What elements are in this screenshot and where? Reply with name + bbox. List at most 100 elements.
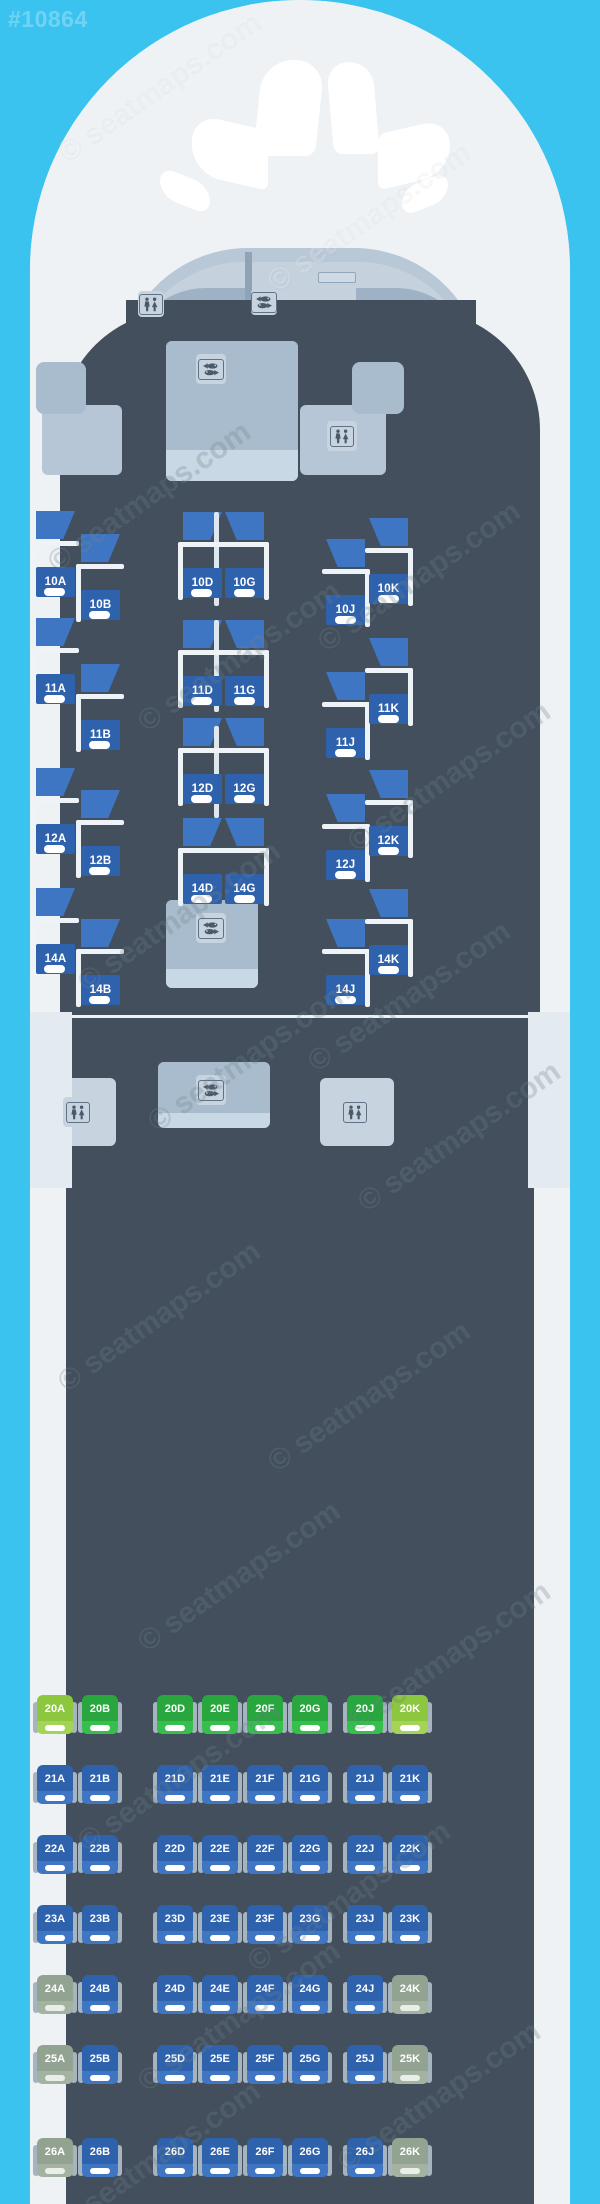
business-seat-12a[interactable]: 12A [31,798,79,856]
pod-wall [31,648,36,706]
armrest-right [116,1982,122,2013]
seat-label: 20E [210,1702,230,1715]
business-seat-14a[interactable]: 14A [31,918,79,976]
pod-headrest [89,996,110,1004]
economy-seat-24d[interactable]: 24D [153,1975,197,2015]
economy-seat-23d[interactable]: 23D [153,1905,197,1945]
pod-seat-body: 14J [326,975,365,1005]
economy-seat-22k[interactable]: 22K [388,1835,432,1875]
economy-seat-24f[interactable]: 24F [243,1975,287,2015]
armrest-left [33,1842,39,1873]
economy-seat-26j[interactable]: 26J [343,2138,387,2178]
economy-seat-26b[interactable]: 26B [78,2138,122,2178]
economy-seat-26d[interactable]: 26D [153,2138,197,2178]
business-seat-11k[interactable]: 11K [365,668,413,726]
economy-seat-26f[interactable]: 26F [243,2138,287,2178]
armrest-right [71,1982,77,2013]
economy-seat-22b[interactable]: 22B [78,1835,122,1875]
economy-seat-23b[interactable]: 23B [78,1905,122,1945]
economy-seat-23a[interactable]: 23A [33,1905,77,1945]
economy-seat-25a[interactable]: 25A [33,2045,77,2085]
economy-seat-24a[interactable]: 24A [33,1975,77,2015]
economy-seat-26e[interactable]: 26E [198,2138,242,2178]
economy-seat-23e[interactable]: 23E [198,1905,242,1945]
seat-back: 21E [202,1765,238,1792]
economy-seat-20d[interactable]: 20D [153,1695,197,1735]
economy-seat-22j[interactable]: 22J [343,1835,387,1875]
seatbelt-icon [165,2168,185,2174]
business-seat-11g[interactable]: 11G [221,650,269,708]
business-seat-12b[interactable]: 12B [76,820,124,878]
economy-seat-20j[interactable]: 20J [343,1695,387,1735]
business-seat-12j[interactable]: 12J [322,824,370,882]
economy-seat-26a[interactable]: 26A [33,2138,77,2178]
economy-seat-25b[interactable]: 25B [78,2045,122,2085]
pod-shell [365,800,413,805]
economy-seat-20e[interactable]: 20E [198,1695,242,1735]
economy-seat-24g[interactable]: 24G [288,1975,332,2015]
seat-back: 25F [247,2045,283,2072]
business-seat-10g[interactable]: 10G [221,542,269,600]
economy-seat-21k[interactable]: 21K [388,1765,432,1805]
economy-seat-20f[interactable]: 20F [243,1695,287,1735]
economy-seat-20a[interactable]: 20A [33,1695,77,1735]
business-seat-10k[interactable]: 10K [365,548,413,606]
armrest-left [243,1842,249,1873]
economy-seat-22a[interactable]: 22A [33,1835,77,1875]
economy-seat-25g[interactable]: 25G [288,2045,332,2085]
business-seat-10b[interactable]: 10B [76,564,124,622]
economy-seat-22f[interactable]: 22F [243,1835,287,1875]
business-seat-11j[interactable]: 11J [322,702,370,760]
economy-seat-20k[interactable]: 20K [388,1695,432,1735]
business-seat-12d[interactable]: 12D [178,748,226,806]
economy-seat-22d[interactable]: 22D [153,1835,197,1875]
armrest-right [326,1982,332,2013]
business-seat-10d[interactable]: 10D [178,542,226,600]
economy-seat-23j[interactable]: 23J [343,1905,387,1945]
economy-seat-21f[interactable]: 21F [243,1765,287,1805]
business-seat-11d[interactable]: 11D [178,650,226,708]
business-seat-14b[interactable]: 14B [76,949,124,1007]
economy-seat-22e[interactable]: 22E [198,1835,242,1875]
economy-seat-25f[interactable]: 25F [243,2045,287,2085]
business-seat-11b[interactable]: 11B [76,694,124,752]
business-seat-12k[interactable]: 12K [365,800,413,858]
business-seat-10j[interactable]: 10J [322,569,370,627]
business-seat-12g[interactable]: 12G [221,748,269,806]
economy-seat-21d[interactable]: 21D [153,1765,197,1805]
economy-seat-25j[interactable]: 25J [343,2045,387,2085]
armrest-left [288,2052,294,2083]
economy-seat-21g[interactable]: 21G [288,1765,332,1805]
economy-seat-25k[interactable]: 25K [388,2045,432,2085]
economy-seat-23g[interactable]: 23G [288,1905,332,1945]
business-seat-11a[interactable]: 11A [31,648,79,706]
pod-headrest [191,895,212,903]
economy-seat-21a[interactable]: 21A [33,1765,77,1805]
business-seat-14g[interactable]: 14G [221,848,269,906]
business-seat-14k[interactable]: 14K [365,919,413,977]
seat-label: 24E [210,1982,230,1995]
economy-seat-20b[interactable]: 20B [78,1695,122,1735]
armrest-right [426,1842,432,1873]
economy-seat-24j[interactable]: 24J [343,1975,387,2015]
economy-seat-20g[interactable]: 20G [288,1695,332,1735]
economy-seat-21e[interactable]: 21E [198,1765,242,1805]
economy-seat-26g[interactable]: 26G [288,2138,332,2178]
business-seat-10a[interactable]: 10A [31,541,79,599]
economy-seat-24b[interactable]: 24B [78,1975,122,2015]
economy-seat-21j[interactable]: 21J [343,1765,387,1805]
economy-seat-22g[interactable]: 22G [288,1835,332,1875]
business-seat-14d[interactable]: 14D [178,848,226,906]
economy-seat-26k[interactable]: 26K [388,2138,432,2178]
pod-wall [365,824,370,882]
economy-seat-25d[interactable]: 25D [153,2045,197,2085]
economy-seat-21b[interactable]: 21B [78,1765,122,1805]
seat-back: 21K [392,1765,428,1792]
pod-headrest [191,795,212,803]
economy-seat-24e[interactable]: 24E [198,1975,242,2015]
economy-seat-24k[interactable]: 24K [388,1975,432,2015]
business-seat-14j[interactable]: 14J [322,949,370,1007]
economy-seat-23f[interactable]: 23F [243,1905,287,1945]
economy-seat-25e[interactable]: 25E [198,2045,242,2085]
economy-seat-23k[interactable]: 23K [388,1905,432,1945]
